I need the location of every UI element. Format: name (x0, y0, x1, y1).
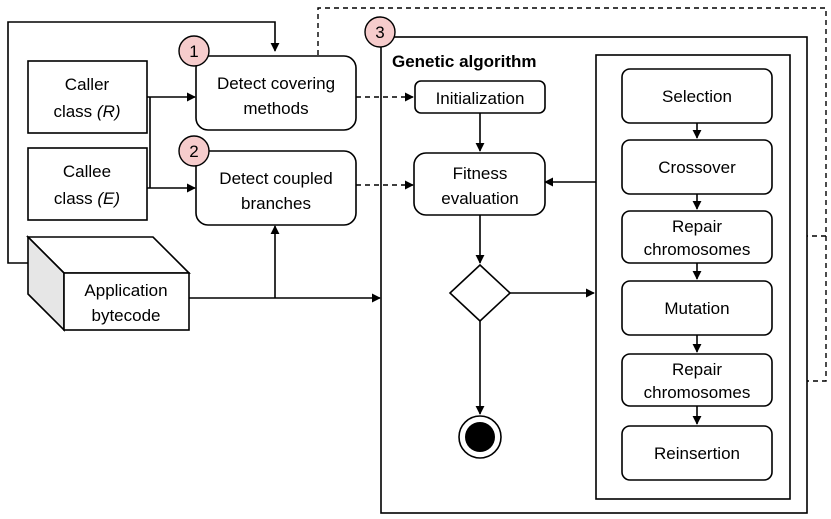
bytecode-sublabel: bytecode (92, 306, 161, 325)
end-node-inner (465, 422, 495, 452)
detect-coupled-branches-box (195, 150, 357, 226)
callee-class-sublabel: class (E) (54, 189, 120, 208)
fitness-evaluation-label: Fitness (453, 164, 508, 183)
detect-covering-methods-sublabel: methods (243, 99, 308, 118)
reinsertion-label: Reinsertion (654, 444, 740, 463)
crossover-label: Crossover (658, 158, 736, 177)
bytecode-label: Application (84, 281, 167, 300)
fitness-evaluation-sublabel: evaluation (441, 189, 519, 208)
step-1-number: 1 (189, 42, 198, 61)
repair-chromosomes-1-label: Repair (672, 217, 722, 236)
callee-class-box (27, 147, 148, 221)
step-2-number: 2 (189, 142, 198, 161)
repair-chromosomes-1-sublabel: chromosomes (644, 240, 751, 259)
callee-class-label: Callee (63, 162, 111, 181)
detect-coupled-branches-label: Detect coupled (219, 169, 332, 188)
bytecode-box-front (63, 272, 190, 331)
bytecode-to-covering-line (7, 21, 280, 264)
ga-title: Genetic algorithm (392, 52, 537, 71)
step-1-badge (178, 35, 210, 67)
detect-covering-methods-label: Detect covering (217, 74, 335, 93)
repair-chromosomes-2-sublabel: chromosomes (644, 383, 751, 402)
selection-label: Selection (662, 87, 732, 106)
dashed-feedback-loop (317, 7, 827, 386)
reinsertion-box (621, 425, 773, 481)
detect-covering-methods-box (195, 55, 357, 131)
repair-chromosomes-2-label: Repair (672, 360, 722, 379)
initialization-label: Initialization (436, 89, 525, 108)
caller-class-sublabel: class (R) (53, 102, 120, 121)
step-2-badge (178, 135, 210, 167)
step-3-number: 3 (375, 23, 384, 42)
mutation-label: Mutation (664, 299, 729, 318)
step-3-badge (364, 16, 396, 48)
caller-class-label: Caller (65, 75, 110, 94)
caller-class-box (27, 60, 148, 134)
detect-coupled-branches-sublabel: branches (241, 194, 311, 213)
